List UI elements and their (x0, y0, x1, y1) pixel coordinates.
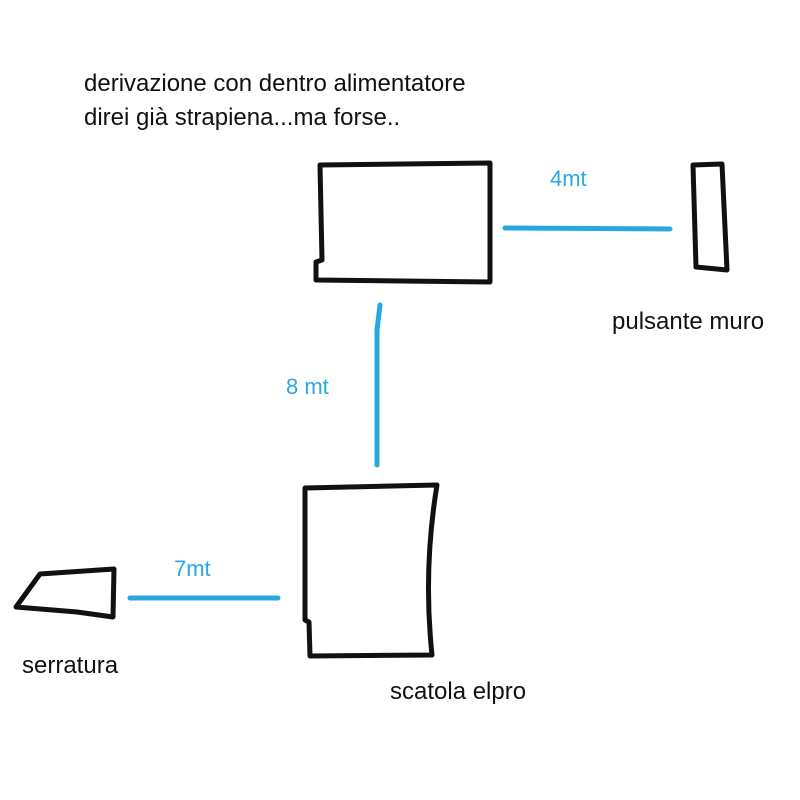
junction-box-shape (313, 160, 493, 285)
wall-button-label: pulsante muro (612, 308, 765, 335)
elpro-box-label: scatola elpro (390, 678, 527, 705)
title-line-1: derivazione con dentro alimentatore (84, 70, 466, 97)
title-line-2: direi già strapiena...ma forse.. (84, 104, 401, 131)
elpro-box-shape (302, 482, 440, 659)
distance-label-4mt: 4mt (550, 166, 587, 191)
lock-label: serratura (22, 652, 119, 679)
wall-button-shape (690, 161, 730, 273)
wire-junction-to-elpro (374, 302, 383, 468)
distance-label-8mt: 8 mt (286, 374, 329, 399)
distance-label-7mt: 7mt (174, 556, 211, 581)
lock-shape (13, 566, 117, 620)
wire-junction-to-button (502, 225, 673, 232)
